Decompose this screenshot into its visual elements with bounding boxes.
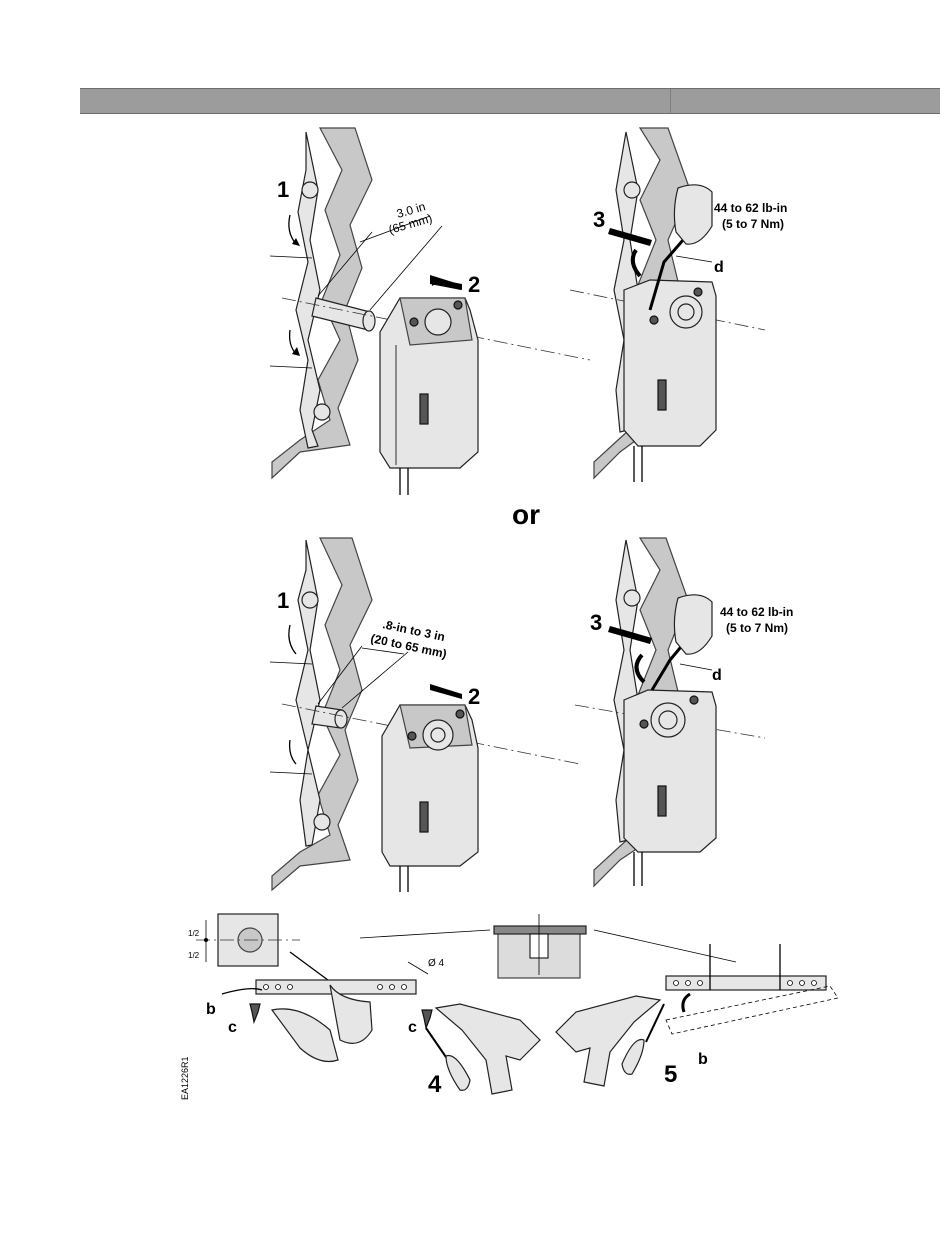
section-plate	[494, 926, 586, 934]
half-bottom-label: 1/2	[188, 951, 200, 960]
part-d-label: d	[712, 667, 722, 684]
damper-frame-top-left	[296, 132, 320, 448]
step-1-label: 1	[277, 588, 289, 613]
torque-label: 44 to 62 lb-in	[714, 201, 787, 215]
hand-icon	[674, 185, 712, 244]
rotate-arrow-2	[290, 740, 296, 764]
screw-icon	[410, 318, 418, 326]
step-4-label: 4	[428, 1071, 442, 1098]
pivot-hole-bottom	[314, 814, 330, 830]
diameter-leader	[408, 962, 428, 974]
pivot-hole-top	[302, 592, 318, 608]
rotate-arrow-1	[289, 625, 296, 654]
torque-label-metric: (5 to 7 Nm)	[722, 217, 784, 231]
step-3-label: 3	[593, 207, 605, 232]
screw-icon	[640, 720, 648, 728]
part-c-label-right: c	[408, 1019, 417, 1036]
screwdriver-shaft	[426, 1028, 448, 1060]
push-arrow	[430, 684, 462, 699]
part-b-label-right: b	[698, 1051, 708, 1068]
step-5-label: 5	[664, 1061, 677, 1088]
rotate-arrow-icon	[683, 994, 690, 1012]
torque-label-metric: (5 to 7 Nm)	[726, 621, 788, 635]
actuator-window	[658, 380, 666, 410]
shaft-hole	[431, 728, 445, 742]
screw-icon	[422, 1010, 432, 1028]
step-2-label: 2	[468, 272, 480, 297]
pivot-hole-top	[302, 182, 318, 198]
drill-icon	[436, 1004, 540, 1094]
panel-mid-left: 1 2 .8-in to 3 in (20 to 65 mm)	[270, 538, 580, 892]
shaft-end	[659, 711, 677, 729]
actuator-body-top-right	[624, 280, 716, 446]
panel-top-right: 3 44 to 62 lb-in (5 to 7 Nm) d	[570, 128, 787, 482]
panel-top-left: 1 2 3.0 in (65 mm)	[270, 128, 590, 495]
actuator-clamp	[425, 309, 451, 335]
screw-icon	[250, 1004, 260, 1022]
step-1-label: 1	[277, 177, 289, 202]
hand-icon	[272, 1009, 338, 1062]
torque-label: 44 to 62 lb-in	[720, 605, 793, 619]
pivot-hole-top	[624, 182, 640, 198]
hand-icon	[674, 595, 712, 654]
screw-icon	[690, 696, 698, 704]
screw-icon	[694, 288, 702, 296]
blade-edge-line	[270, 256, 312, 258]
section-leader-left	[360, 930, 490, 938]
blade-edge-line	[270, 366, 312, 368]
leader-d	[680, 664, 712, 670]
or-separator: or	[512, 499, 540, 530]
leader-d	[676, 256, 712, 262]
half-top-label: 1/2	[188, 929, 200, 938]
screw-icon	[408, 732, 416, 740]
figure-code: EA1226R1	[180, 1056, 190, 1100]
damper-frame-mid-left	[296, 540, 320, 846]
panel-bottom: 1/2 1/2 Ø 4 b c c 4	[180, 914, 838, 1100]
step-2-label: 2	[468, 684, 480, 709]
actuator-window	[658, 786, 666, 816]
screw-icon	[456, 710, 464, 718]
shaft-end	[335, 710, 347, 728]
section-leader-right	[594, 930, 736, 962]
step-3-label: 3	[590, 610, 602, 635]
diameter-label: Ø 4	[428, 958, 445, 969]
bracket-rotated-outline	[666, 986, 838, 1034]
pivot-hole-top	[624, 590, 640, 606]
screw-icon	[650, 316, 658, 324]
screw-icon	[454, 301, 462, 309]
part-c-label: c	[228, 1019, 237, 1036]
actuator-window	[420, 394, 428, 424]
pivot-hole-bottom	[314, 404, 330, 420]
part-d-label: d	[714, 259, 724, 276]
part-b-label: b	[206, 1001, 216, 1018]
dim-point	[204, 938, 208, 942]
rotate-arrow-icon	[636, 655, 644, 682]
panel-mid-right: 3 44 to 62 lb-in (5 to 7 Nm) d	[575, 538, 793, 886]
screwdriver-icon-right	[622, 1040, 644, 1075]
arrow-head	[292, 347, 300, 356]
actuator-window	[420, 802, 428, 832]
shaft-end	[678, 304, 694, 320]
shaft-end	[363, 311, 375, 331]
screwdriver-icon	[446, 1056, 470, 1091]
